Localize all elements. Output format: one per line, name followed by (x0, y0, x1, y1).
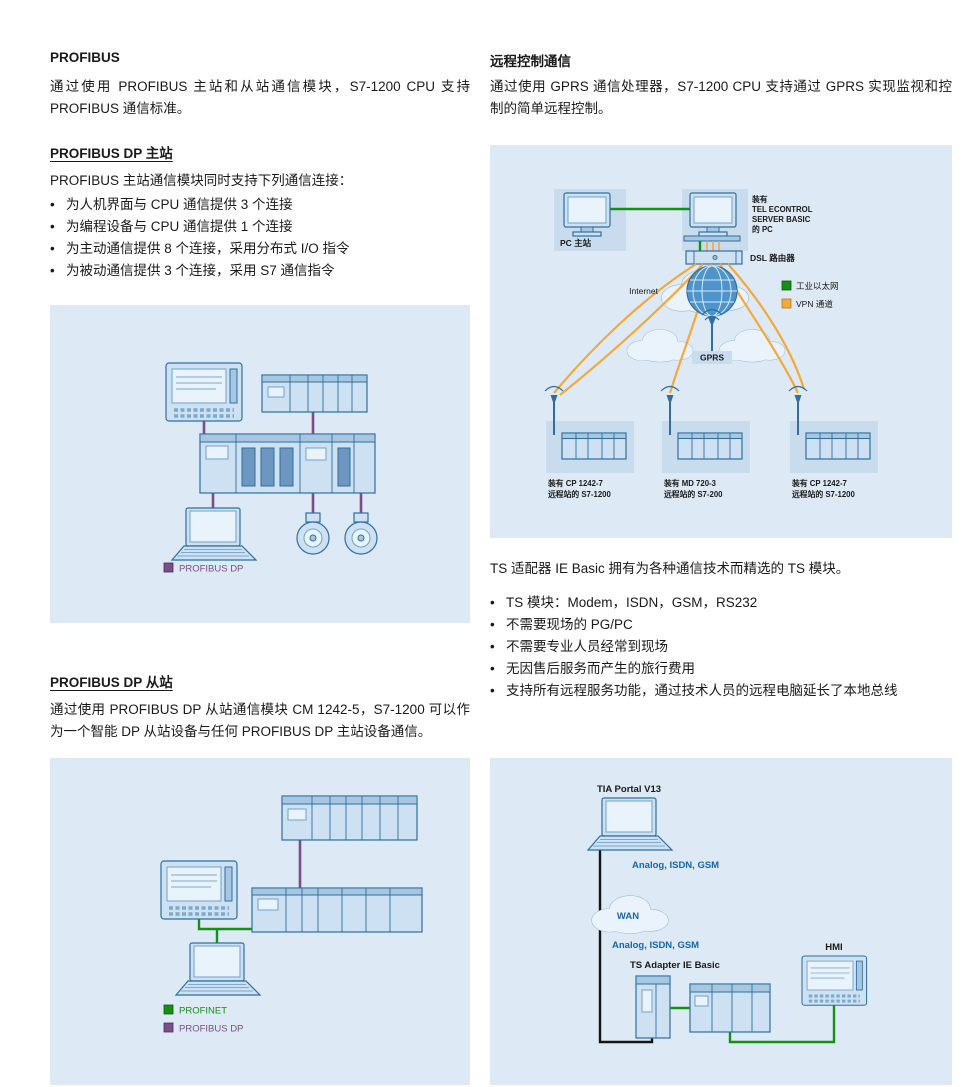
hmi-panel-icon (800, 954, 869, 1007)
diagram-gprs-remote: GPRS Internet 装有 TEL ECONTROL SERVER BAS… (490, 145, 952, 538)
bullet-item: • 不需要现场的 PG/PC (490, 614, 956, 636)
bullet-item: • 无因售后服务而产生的旅行费用 (490, 658, 956, 680)
diagram-profibus-dp-master: PROFIBUS DP (50, 305, 470, 623)
bullet-marker: • (490, 617, 495, 632)
bullet-item: • 不需要专业人员经常到现场 (490, 636, 956, 658)
dp-master-intro: PROFIBUS 主站通信模块同时支持下列通信连接： (50, 173, 353, 188)
profibus-dp-legend-label: PROFIBUS DP (179, 564, 243, 575)
bullet-item: • 为人机界面与 CPU 通信提供 3 个连接 (50, 194, 470, 216)
bullet-item: • 为被动通信提供 3 个连接，采用 S7 通信指令 (50, 260, 470, 282)
bullet-text: 无因售后服务而产生的旅行费用 (506, 661, 695, 676)
bullet-text: 支持所有远程服务功能，通过技术人员的远程电脑延长了本地总线 (506, 683, 898, 698)
station-label: 远程站的 S7-1200 (792, 489, 855, 499)
station-label: 远程站的 S7-1200 (548, 489, 611, 499)
laptop-icon (171, 507, 257, 561)
hmi-label: HMI (825, 942, 842, 953)
heading-profibus: PROFIBUS (50, 50, 120, 65)
analog-isdn-gsm-label: Analog, ISDN, GSM (632, 860, 719, 871)
station-label: 装有 CP 1242-7 (547, 478, 603, 488)
analog-isdn-gsm-label: Analog, ISDN, GSM (612, 940, 699, 951)
remote-service-line (598, 850, 654, 1044)
internet-globe-icon (686, 265, 738, 317)
bullet-marker: • (50, 263, 55, 278)
cable-bundle (698, 241, 720, 251)
profinet-legend-swatch (163, 1004, 174, 1015)
dp-master-rack-icon (281, 795, 418, 841)
gprs-label: GPRS (700, 353, 724, 363)
bullet-marker: • (490, 639, 495, 654)
station-label: 远程站的 S7-200 (664, 489, 723, 499)
bullet-item: • 支持所有远程服务功能，通过技术人员的远程电脑延长了本地总线 (490, 680, 956, 702)
heading-dp-slave: PROFIBUS DP 从站 (50, 675, 173, 690)
server-label-line: SERVER BASIC (752, 215, 811, 224)
bullet-item: • 为主动通信提供 8 个连接，采用分布式 I/O 指令 (50, 238, 470, 260)
dsl-router-icon (685, 250, 743, 265)
tia-portal-label: TIA Portal V13 (597, 784, 661, 795)
ts-bullet-list: • TS 模块：Modem，ISDN，GSM，RS232 • 不需要现场的 PG/P… (490, 592, 956, 702)
vpn-legend-swatch (781, 298, 792, 309)
bullet-marker: • (50, 197, 55, 212)
profinet-legend-label: PROFINET (179, 1006, 227, 1017)
s7-1200-rack-icon (251, 887, 423, 933)
bullet-item: • TS 模块：Modem，ISDN，GSM，RS232 (490, 592, 956, 614)
bullet-text: 为人机界面与 CPU 通信提供 3 个连接 (66, 197, 293, 212)
server-label-line: 的 PC (752, 224, 773, 234)
profinet-lines (670, 1005, 836, 1044)
remote-station-icon (788, 385, 879, 474)
dp-master-bullet-list: • 为人机界面与 CPU 通信提供 3 个连接 • 为编程设备与 CPU 通信提供 … (50, 194, 470, 282)
laptop-icon (175, 942, 261, 996)
heading-remote-control: 远程控制通信 (490, 54, 571, 69)
vpn-legend-label: VPN 通道 (796, 299, 833, 309)
dsl-router-label: DSL 路由器 (750, 253, 795, 263)
motor-starter-icon (344, 512, 378, 555)
remote-station-icon (544, 385, 635, 474)
bullet-marker: • (490, 683, 495, 698)
diagram-ts-adapter: TIA Portal V13 Analog, ISDN, GSM WAN Ana… (490, 758, 952, 1085)
bullet-item: • 为编程设备与 CPU 通信提供 1 个连接 (50, 216, 470, 238)
bullet-text: 不需要专业人员经常到现场 (506, 639, 668, 654)
diagram-profibus-dp-slave: PROFINET PROFIBUS DP (50, 758, 470, 1085)
hmi-panel-icon (164, 361, 244, 423)
plc-rack-icon (689, 983, 771, 1033)
heading-dp-master: PROFIBUS DP 主站 (50, 146, 173, 161)
bullet-marker: • (490, 661, 495, 676)
profibus-dp-bus-lines (202, 412, 363, 513)
vpn-tunnel-lines (553, 263, 806, 396)
hmi-panel-icon (159, 859, 239, 921)
ts-adapter-icon (635, 975, 671, 1039)
ts-adapter-label: TS Adapter IE Basic (630, 960, 720, 971)
remote-control-paragraph: 通过使用 GPRS 通信处理器，S7-1200 CPU 支持通过 GPRS 实现… (490, 79, 952, 116)
server-label-line: TEL ECONTROL (752, 205, 813, 214)
profibus-paragraph: 通过使用 PROFIBUS 主站和从站通信模块，S7-1200 CPU 支持 P… (50, 79, 470, 116)
ts-intro-paragraph: TS 适配器 IE Basic 拥有为各种通信技术而精选的 TS 模块。 (490, 561, 850, 576)
bullet-text: 不需要现场的 PG/PC (506, 617, 633, 632)
bullet-marker: • (490, 595, 495, 610)
internet-label: Internet (629, 286, 658, 296)
gprs-label-strip (692, 351, 732, 364)
station-label: 装有 CP 1242-7 (791, 478, 847, 488)
plc-rack-icon (199, 433, 376, 494)
gprs-antenna-icon (701, 308, 723, 351)
bullet-text: 为编程设备与 CPU 通信提供 1 个连接 (66, 219, 293, 234)
server-pc-icon (683, 192, 741, 242)
ethernet-legend-label: 工业以太网 (796, 281, 839, 291)
io-rack-icon (261, 374, 368, 413)
bullet-marker: • (50, 241, 55, 256)
profibus-dp-legend-swatch (163, 1022, 174, 1033)
station-label: 装有 MD 720-3 (663, 478, 717, 488)
laptop-icon (587, 797, 673, 851)
profibus-dp-legend-swatch (163, 562, 174, 573)
bullet-text: 为主动通信提供 8 个连接，采用分布式 I/O 指令 (66, 241, 350, 256)
profibus-dp-legend-label: PROFIBUS DP (179, 1024, 243, 1035)
bullet-text: 为被动通信提供 3 个连接，采用 S7 通信指令 (66, 263, 335, 278)
wan-label: WAN (617, 911, 639, 922)
dp-slave-paragraph: 通过使用 PROFIBUS DP 从站通信模块 CM 1242-5，S7-120… (50, 702, 470, 739)
bullet-marker: • (50, 219, 55, 234)
motor-starter-icon (296, 512, 330, 555)
server-label-line: 装有 (751, 194, 768, 204)
ethernet-legend-swatch (781, 280, 792, 291)
bullet-text: TS 模块：Modem，ISDN，GSM，RS232 (506, 595, 758, 610)
pc-master-label: PC 主站 (560, 238, 592, 248)
remote-station-icon (660, 385, 751, 474)
